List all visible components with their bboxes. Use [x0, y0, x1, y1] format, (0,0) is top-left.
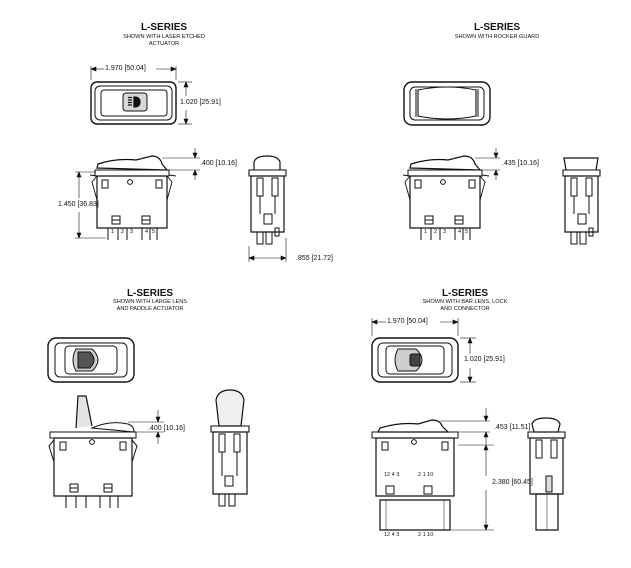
p1-height-dim [178, 82, 192, 124]
p2-pin-5: 5 [465, 229, 469, 235]
p4-total-label: 2.380 [60.45] [492, 479, 533, 486]
p3-side-view [49, 396, 137, 508]
p3-subtitle-line2: AND PADDLE ACTUATOR [116, 306, 184, 312]
p4-width-dim [372, 318, 458, 336]
p2-pin-2: 2 [434, 229, 438, 235]
p2-top-view [404, 82, 490, 125]
p1-end-view [249, 156, 286, 244]
p4-pin-labels-lower-right: 2 1 10 [418, 532, 434, 538]
p2-rise-dim [475, 148, 500, 180]
p2-title: L-SERIES [473, 22, 521, 33]
p3-subtitle-line1: SHOWN WITH LARGE LENS [113, 299, 187, 305]
p1-width-dim [91, 66, 176, 80]
p4-height-dim [460, 338, 476, 382]
p3-top-view [48, 338, 134, 382]
p2-pin-4: 4 [458, 229, 462, 235]
p1-width-label: 1.970 [50.04] [105, 65, 146, 72]
p3-title: L-SERIES [126, 288, 174, 299]
p1-depth-dim [249, 238, 286, 262]
p1-side-view [90, 156, 176, 240]
p2-side-view [403, 156, 489, 240]
p1-pin-3: 3 [130, 229, 134, 235]
p4-pin-labels-upper-right: 2 1 10 [418, 472, 434, 478]
p4-rise-label: .453 [11.51] [494, 424, 531, 431]
p1-rise-label: .400 [10.16] [200, 160, 237, 167]
p4-title: L-SERIES [441, 288, 489, 299]
headlight-icon [128, 97, 140, 107]
p1-top-view [91, 82, 176, 124]
p3-rise-dim [128, 410, 164, 444]
p2-subtitle-line1: SHOWN WITH ROCKER GUARD [454, 34, 540, 40]
p4-total-dim [450, 445, 494, 530]
p4-subtitle-line2: AND CONNECTOR [440, 306, 490, 312]
p1-pin-4: 4 [145, 229, 149, 235]
p1-height-label: 1.020 [25.91] [180, 99, 221, 106]
p4-rise-dim [440, 408, 490, 444]
p3-end-view [211, 390, 249, 506]
p4-subtitle-line1: SHOWN WITH BAR LENS, LOCK [422, 299, 508, 305]
p3-rise-label: .400 [10.16] [148, 425, 185, 432]
p1-subtitle-line1: SHOWN WITH LASER ETCHED [123, 34, 205, 40]
p1-pin-2: 2 [121, 229, 125, 235]
p4-pin-labels-lower: 12 4 3 [384, 532, 400, 538]
p2-rise-label: .435 [10.16] [502, 160, 539, 167]
p1-pin-1: 1 [111, 229, 115, 235]
p1-total-label: 1.450 [36.83] [58, 201, 99, 208]
p1-rise-dim [162, 148, 200, 180]
p4-side-view [372, 420, 458, 530]
p2-end-view [563, 158, 600, 244]
p4-width-label: 1.970 [50.04] [387, 318, 428, 325]
p4-end-view [528, 418, 565, 530]
p4-top-view [372, 338, 458, 382]
p1-pin-5: 5 [152, 229, 156, 235]
p1-subtitle-line2: ACTUATOR [148, 41, 180, 47]
p2-pin-1: 1 [424, 229, 428, 235]
p1-depth-label: .855 [21.72] [296, 255, 333, 262]
p4-pin-labels-upper: 12 4 3 [384, 472, 400, 478]
p1-title: L-SERIES [140, 22, 188, 33]
p1-total-dim [75, 172, 106, 238]
p4-height-label: 1.020 [25.91] [464, 356, 505, 363]
p2-pin-3: 3 [443, 229, 447, 235]
